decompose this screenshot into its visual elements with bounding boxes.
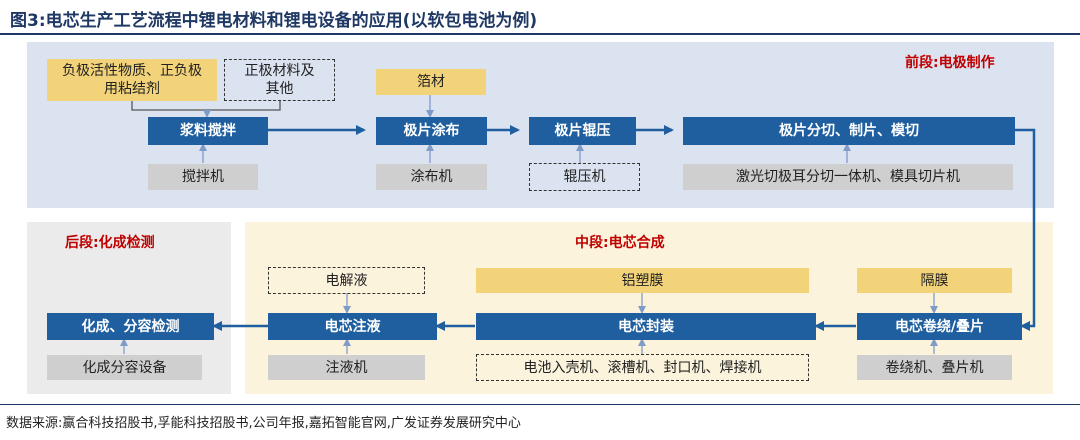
step-electrode-rolling: 极片辊压 (529, 117, 636, 145)
material-cathode-other: 正极材料及其他 (224, 59, 335, 101)
step-formation-grading: 化成、分容检测 (47, 313, 214, 340)
figure-title: 图3:电芯生产工艺流程中锂电材料和锂电设备的应用(以软包电池为例) (10, 11, 538, 31)
material-aluminum-plastic-film: 铝塑膜 (476, 268, 809, 293)
source-rule (0, 404, 1080, 405)
equipment-cutter: 激光切极耳分切一体机、模具切片机 (683, 164, 1013, 190)
title-rule (0, 33, 1080, 35)
step-electrode-coating: 极片涂布 (376, 117, 487, 145)
step-cell-packaging: 电芯封装 (476, 313, 816, 340)
material-foil: 箔材 (376, 69, 486, 95)
back-stage-label: 后段:化成检测 (65, 235, 155, 251)
equipment-winder-stacker: 卷绕机、叠片机 (857, 355, 1012, 380)
middle-stage-label: 中段:电芯合成 (575, 235, 665, 251)
equipment-formation: 化成分容设备 (47, 355, 202, 380)
step-cell-winding-stacking: 电芯卷绕/叠片 (857, 313, 1022, 340)
arrow-cutting-to-winding (1015, 128, 1036, 331)
equipment-packaging: 电池入壳机、滚槽机、封口机、焊接机 (476, 354, 809, 381)
step-slurry-mixing: 浆料搅拌 (148, 117, 268, 145)
step-cell-injection: 电芯注液 (268, 313, 437, 340)
connector-cathode-material (207, 101, 281, 111)
equipment-coater: 涂布机 (376, 164, 487, 190)
material-electrolyte: 电解液 (268, 267, 425, 294)
step-electrode-cutting: 极片分切、制片、模切 (683, 117, 1015, 145)
front-stage-label: 前段:电极制作 (905, 55, 995, 71)
material-separator: 隔膜 (857, 268, 1012, 293)
equipment-injector: 注液机 (268, 355, 425, 380)
material-anode-binder: 负极活性物质、正负极用粘结剂 (47, 59, 217, 101)
connector-anode-material (131, 101, 207, 111)
equipment-roller: 辊压机 (529, 163, 640, 191)
equipment-mixer: 搅拌机 (148, 164, 258, 190)
source-note: 数据来源:赢合科技招股书,孚能科技招股书,公司年报,嘉拓智能官网,广发证券发展研… (6, 416, 521, 431)
